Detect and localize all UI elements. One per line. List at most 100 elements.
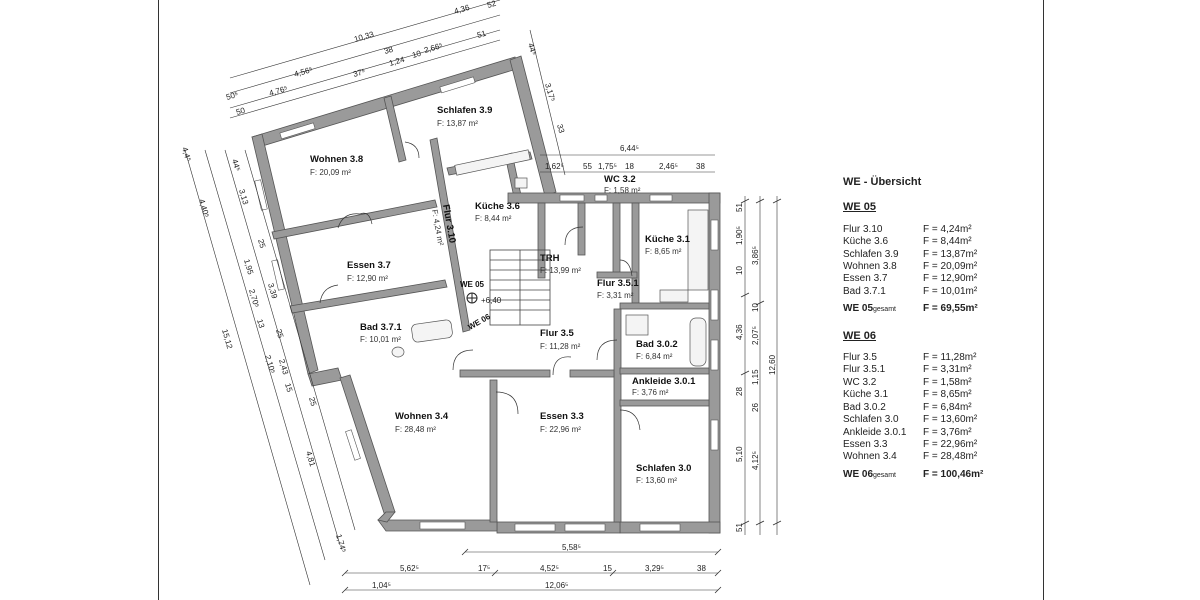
room-name: Wohnen 3.8 [310,154,363,165]
room-name: Flur 3.5 [540,328,575,339]
summary-title: WE - Übersicht [843,176,922,188]
dim-label: 15 [283,382,294,394]
dim-label: 2,46⁵ [659,162,678,171]
dim-label: 28 [735,387,744,396]
level-symbol-icon [467,293,477,303]
dim-label: 6,44⁵ [620,144,639,153]
page-border-right [1043,0,1044,600]
room-area: F: 11,28 m² [540,342,581,351]
dim-label: 4,36 [453,3,471,16]
level-marker: +6,40 [481,296,502,305]
room-name: Schlafen 3.9 [437,105,492,116]
room-area: F: 13,60 m² [636,476,677,485]
summary-room-area: F = 8,44m² [923,236,972,248]
room-area: F: 3,31 m² [597,291,634,300]
staircase [489,249,551,326]
room-name: Bad 3.0.2 [636,339,678,350]
dim-label: 33 [555,123,566,135]
dim-label: 2,43 [277,358,290,376]
dim-label: 1,24 [388,55,406,68]
summary-room-area: F = 6,84m² [923,401,972,413]
dim-label: 12,60 [768,354,777,375]
we05-heading: WE 05 [843,201,877,214]
room-name: TRH [540,253,560,264]
dim-label: 2,10⁵ [263,354,277,375]
dim-label: 44⁵ [230,158,242,172]
dim-label: 1,15 [751,369,760,385]
summary-room-name: Schlafen 3.0 [843,414,899,426]
summary-room-name: Bad 3.7.1 [843,285,886,297]
dim-label: 38 [696,162,705,171]
summary-room-area: F = 10,01m² [923,285,978,297]
dim-label: 4,81 [304,450,317,468]
dim-label: 4,36 [735,324,744,340]
dim-label: 51 [735,523,744,532]
room-area: F: 10,01 m² [360,335,401,344]
summary-room-area: F = 28,48m² [923,451,978,463]
summary-room-name: Ankleide 3.0.1 [843,426,907,438]
dim-label: 2,70⁵ [247,288,261,309]
dim-label: 4,4⁵ [180,146,193,162]
dim-label: 3,29⁵ [645,564,664,573]
dim-label: 15,12 [220,328,234,350]
summary-room-name: WC 3.2 [843,376,877,388]
dim-label: 51 [476,29,488,40]
room-area: F: 13,87 m² [437,119,478,128]
room-area: F: 8,44 m² [475,214,512,223]
summary-room-name: Essen 3.7 [843,273,888,285]
room-area: F: 12,90 m² [347,274,388,283]
dim-label: 3,39 [266,282,279,300]
room-area: F: 22,96 m² [540,425,581,434]
we06-heading: WE 06 [843,329,877,342]
dim-label: 1,90⁵ [735,226,744,245]
room-name: Ankleide 3.0.1 [632,376,696,387]
dim-label: 3,13 [237,188,250,206]
fixtures [391,149,709,367]
summary-room-name: Küche 3.1 [843,389,889,401]
we06-total-value: F = 100,46m² [923,468,984,480]
summary-room-name: Flur 3.10 [843,223,883,235]
dim-label: 50⁵ [225,90,239,102]
dim-label: 1,62⁵ [545,162,564,171]
room-area: F: 28,48 m² [395,425,436,434]
dim-label: 25 [274,328,285,340]
dim-label: 4,52⁵ [540,564,559,573]
dim-label: 4,12⁵ [751,451,760,470]
dimension-ticks [341,198,782,594]
dim-label: 1,75⁵ [598,162,617,171]
dimension-lines [184,0,778,591]
room-area: F: 8,65 m² [645,247,682,256]
summary-room-name: Wohnen 3.8 [843,261,897,273]
dim-label: 1,95 [242,258,255,276]
dim-label: 26 [751,403,760,412]
page-border-left [158,0,159,600]
room-area: F: 13,99 m² [540,266,581,275]
dim-label: 15 [603,564,612,573]
dim-label: 18 [625,162,634,171]
dim-label: 10 [411,49,423,60]
we05-total-value: F = 69,55m² [923,303,978,315]
summary-room-area: F = 13,60m² [923,414,978,426]
dim-label: 5,58⁵ [562,543,581,552]
dim-label: 50 [235,106,247,117]
we06-marker: WE 06 [467,312,493,332]
room-name: Küche 3.6 [475,201,520,212]
dim-label: 38 [383,45,395,56]
we05-marker: WE 05 [460,280,485,289]
dim-label: 3,86⁵ [751,246,760,265]
dim-label: 2,66⁵ [423,41,444,55]
summary-room-name: Küche 3.6 [843,236,889,248]
